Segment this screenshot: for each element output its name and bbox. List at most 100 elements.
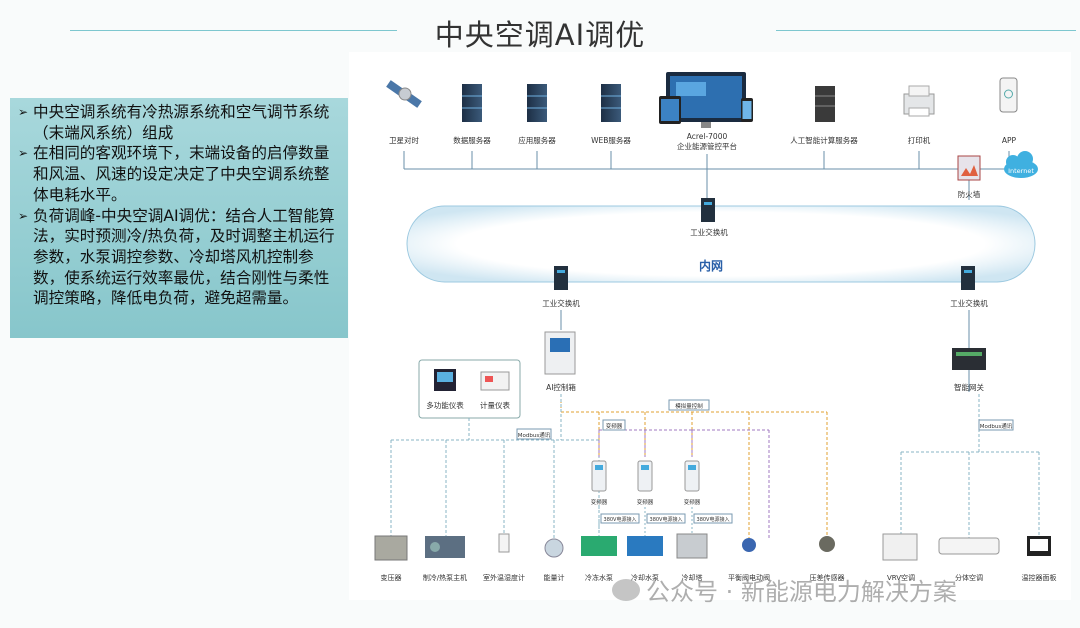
multifunction-meter-label: 多功能仪表: [426, 400, 464, 410]
bottom-label-cooling-pump: 冷却水泵: [631, 573, 659, 582]
transformer-icon: [374, 535, 408, 561]
power-input-2-label: 380V电源接入: [650, 516, 683, 523]
center-switch-icon: [701, 198, 715, 222]
modbus-right-lines: [900, 394, 1040, 540]
intranet-ring: [406, 205, 1036, 283]
power-input-2-tag: [646, 513, 686, 524]
satellite-time-label: 卫星对时: [389, 135, 419, 145]
power-input-3-label: 380V电源接入: [697, 516, 730, 523]
wechat-icon: [612, 578, 640, 601]
right-switch-label: 工业交换机: [950, 298, 988, 308]
switch-links: [560, 310, 970, 392]
left-switch-icon: [554, 266, 568, 290]
analog-control-lines: [560, 400, 828, 540]
arrow-bullet-icon: ➢: [18, 105, 29, 119]
modbus-right-tag: [978, 419, 1014, 431]
data-server-icon: [462, 84, 482, 122]
description-panel: ➢中央空调系统有冷热源系统和空气调节系统（末端风系统）组成 ➢在相同的客观环境下…: [10, 98, 348, 338]
internet-label: Internet: [1008, 167, 1034, 175]
center-switch-label: 工业交换机: [690, 227, 728, 237]
bottom-label-energy-meter: 能量计: [544, 573, 565, 582]
metering-meter-label: 计量仪表: [480, 400, 510, 410]
power-input-1-tag: [600, 513, 640, 524]
top-network-lines: [403, 151, 1012, 200]
cloud-icon: [1004, 151, 1038, 178]
chiller-icon: [425, 536, 465, 558]
thermometer-icon: [498, 533, 510, 553]
bottom-label-thermometer: 室外温湿度计: [483, 573, 525, 582]
ai-control-box-label: AI控制箱: [546, 382, 576, 392]
modbus-left-lines: [390, 394, 600, 540]
vfd-3-label: 变频器: [684, 498, 701, 506]
bottom-label-chilled-pump: 冷冻水泵: [585, 573, 613, 582]
analog-control-label: 模拟量控制: [675, 402, 703, 410]
bottom-label-transformer: 变压器: [381, 573, 402, 582]
bottom-label-pressure-sensor: 压差传感器: [810, 573, 845, 582]
bullet-item: ➢在相同的客观环境下，末端设备的启停数量和风温、风速的设定决定了中央空调系统整体…: [18, 144, 330, 204]
vrv-ac-icon: [882, 533, 918, 561]
cooling-tower-icon: [676, 533, 708, 559]
right-switch-icon: [961, 266, 975, 290]
bullet-item: ➢中央空调系统有冷热源系统和空气调节系统（末端风系统）组成: [18, 103, 330, 142]
ai-control-box-icon: [544, 331, 576, 375]
platform-monitor-icon: [659, 72, 753, 128]
vfd-tag-label: 变频器: [606, 422, 623, 430]
modbus-left-label: Modbus通讯: [518, 431, 551, 439]
data-server-label: 数据服务器: [453, 135, 491, 145]
power-input-3-tag: [693, 513, 733, 524]
modbus-right-label: Modbus通讯: [980, 422, 1013, 430]
phone-icon: [999, 77, 1018, 113]
bottom-label-balance-valve: 平衡阀电动阀: [728, 573, 770, 582]
vfd-tag: [602, 419, 626, 431]
firewall-label: 防火墙: [958, 189, 981, 199]
printer-icon: [903, 85, 935, 117]
vfd-power-lines: [598, 507, 693, 540]
cooling-water-pump-icon: [627, 536, 663, 556]
thermostat-panel-icon: [1027, 536, 1051, 556]
platform-name-label: Acrel-7000: [687, 132, 728, 141]
bottom-label-vrv: VRV空调: [887, 573, 915, 582]
platform-desc-label: 企业能源管控平台: [677, 141, 737, 151]
arrow-bullet-icon: ➢: [18, 208, 29, 223]
vfd-3-icon: [684, 460, 700, 492]
power-input-1-label: 380V电源接入: [604, 516, 637, 523]
smart-gateway-icon: [952, 348, 986, 370]
watermark: 公众号 · 新能源电力解决方案: [612, 572, 957, 607]
vfd-1-icon: [591, 460, 607, 492]
title-rule-left: [70, 30, 397, 31]
app-server-label: 应用服务器: [518, 135, 556, 145]
analog-control-tag: [668, 399, 710, 411]
satellite-icon: [386, 80, 422, 108]
bottom-label-cooling-tower: 冷却塔: [682, 573, 703, 582]
title-rule-right: [776, 30, 1076, 31]
intranet-label: 内网: [699, 258, 723, 273]
bottom-label-split-ac: 分体空调: [955, 573, 983, 582]
bottom-label-thermostat: 温控器面板: [1022, 573, 1057, 582]
page-title: 中央空调AI调优: [434, 18, 646, 52]
diagram-canvas: 卫星对时 数据服务器 应用服务器 WEB服务器 Acrel-7000 企业能源管…: [374, 72, 1057, 582]
pressure-sensor-icon: [819, 536, 835, 552]
split-ac-icon: [938, 537, 1000, 555]
smart-gateway-label: 智能网关: [954, 382, 984, 392]
web-server-label: WEB服务器: [591, 135, 631, 145]
bottom-label-chiller: 制冷/热泵主机: [423, 573, 467, 582]
left-switch-label: 工业交换机: [542, 298, 580, 308]
vfd-2-icon: [637, 460, 653, 492]
app-label: APP: [1002, 136, 1017, 145]
multifunction-meter-icon: [434, 369, 456, 391]
web-server-icon: [601, 84, 621, 122]
ai-server-icon: [815, 86, 835, 122]
modbus-left-tag: [516, 428, 552, 440]
arrow-bullet-icon: ➢: [18, 146, 29, 161]
metering-meter-icon: [480, 371, 510, 391]
watermark-text: 公众号 · 新能源电力解决方案: [646, 578, 957, 606]
vfd-2-label: 变频器: [637, 498, 654, 506]
energy-meter-icon: [544, 538, 564, 558]
ai-server-label: 人工智能计算服务器: [790, 135, 858, 145]
system-architecture-diagram: 卫星对时 数据服务器 应用服务器 WEB服务器 Acrel-7000 企业能源管…: [349, 52, 1071, 600]
printer-label: 打印机: [908, 135, 931, 145]
bullet-item: ➢负荷调峰-中央空调AI调优：结合人工智能算法，实时预测冷/热负荷，及时调整主机…: [18, 206, 335, 308]
balance-valve-icon: [742, 538, 756, 552]
vfd-1-label: 变频器: [591, 498, 608, 506]
app-server-icon: [527, 84, 547, 122]
